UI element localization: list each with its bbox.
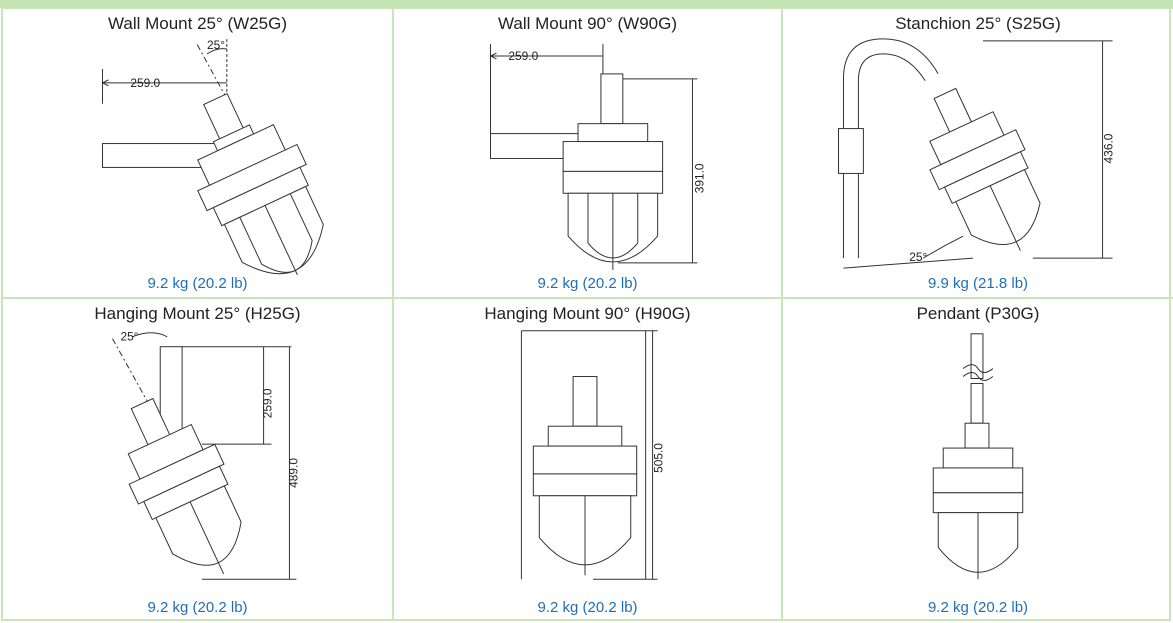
- cell-wall-mount-25: Wall Mount 25° (W25G): [3, 8, 394, 297]
- cell-wall-mount-90: Wall Mount 90° (W90G): [394, 8, 783, 297]
- mount-title: Hanging Mount 90° (H90G): [484, 304, 691, 323]
- wall-mount-25-drawing: 259.0 25°: [101, 38, 324, 276]
- mount-weight: 9.2 kg (20.2 lb): [537, 275, 638, 292]
- mount-weight: 9.2 kg (20.2 lb): [537, 599, 638, 616]
- pendant-drawing: [932, 333, 1024, 580]
- mount-weight: 9.2 kg (20.2 lb): [147, 275, 248, 292]
- wall-mount-90-drawing: 259.0 391.0: [489, 44, 706, 270]
- mount-title: Wall Mount 25° (W25G): [107, 14, 288, 33]
- dim-height-label: 505.0: [652, 443, 666, 473]
- cell-pendant: Pendant (P30G) 9.2 kg (20.2 lb): [783, 297, 1173, 621]
- header-strip: [0, 0, 1173, 8]
- dim-length-label: 259.0: [261, 388, 275, 418]
- dim-length-label: 259.0: [508, 49, 538, 63]
- mounting-options-grid: Wall Mount 25° (W25G): [1, 8, 1173, 621]
- mount-title: Wall Mount 90° (W90G): [497, 14, 678, 33]
- stanchion-25-drawing: 436.0 25°: [837, 38, 1116, 269]
- dim-angle-label: 25°: [207, 38, 225, 52]
- mount-weight: 9.2 kg (20.2 lb): [927, 599, 1029, 616]
- dim-height-label: 391.0: [692, 163, 706, 193]
- hanging-mount-25-drawing: 25° 259.0 489.0: [112, 330, 300, 580]
- cell-hanging-mount-25: Hanging Mount 25° (H25G): [3, 297, 394, 621]
- mount-weight: 9.2 kg (20.2 lb): [147, 599, 248, 616]
- dim-length-label: 259.0: [130, 76, 160, 90]
- mount-title: Stanchion 25° (S25G): [895, 14, 1061, 33]
- cell-stanchion-25: Stanchion 25° (S25G): [783, 8, 1173, 297]
- cell-hanging-mount-90: Hanging Mount 90° (H90G) 505.0 9.: [394, 297, 783, 621]
- dim-angle-label: 25°: [120, 330, 138, 344]
- hanging-mount-90-drawing: 505.0: [520, 330, 666, 580]
- mount-title: Hanging Mount 25° (H25G): [94, 304, 301, 323]
- dim-height-label: 489.0: [286, 458, 300, 488]
- dim-angle-label: 25°: [909, 250, 927, 264]
- mount-weight: 9.9 kg (21.8 lb): [927, 275, 1029, 292]
- dim-height-label: 436.0: [1102, 133, 1116, 163]
- mount-title: Pendant (P30G): [916, 304, 1040, 323]
